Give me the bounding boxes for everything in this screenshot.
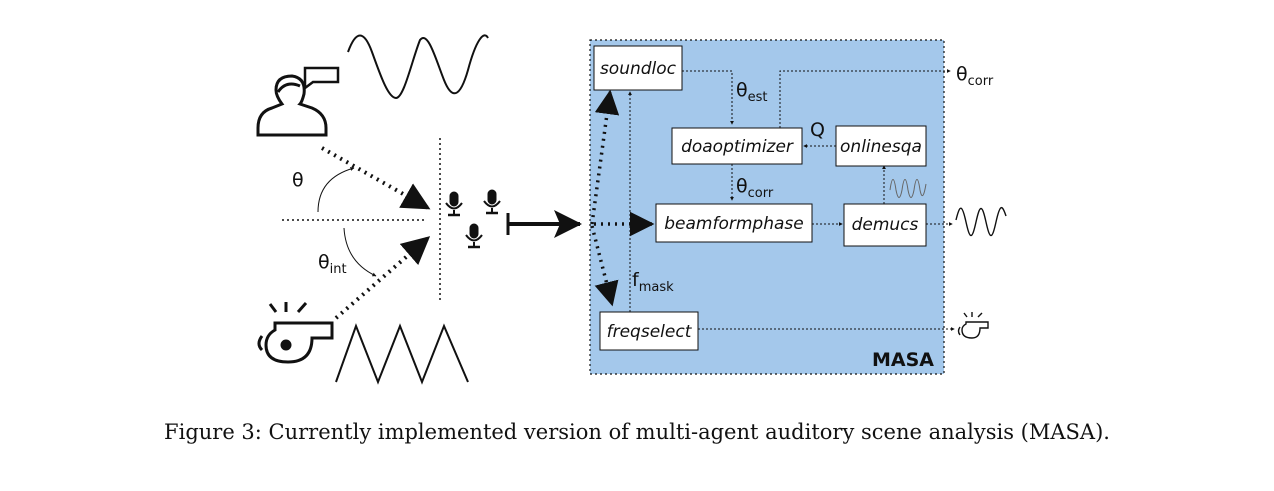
f-mask-label: fmask bbox=[632, 269, 674, 295]
onlinesqa-label: onlinesqa bbox=[840, 137, 922, 157]
small-wave-icon bbox=[889, 179, 927, 198]
figure-caption: Figure 3: Currently implemented version … bbox=[164, 420, 1110, 444]
theta-arc bbox=[317, 167, 355, 213]
beamformphase-module: beamformphase bbox=[655, 203, 813, 243]
input-arrow-head bbox=[554, 210, 582, 238]
person-speaking-icon bbox=[256, 66, 340, 137]
triangle-wave-icon bbox=[335, 323, 469, 385]
microphone-icon bbox=[465, 223, 483, 249]
demucs-module: demucs bbox=[843, 203, 927, 247]
microphone-icon bbox=[483, 189, 501, 215]
freqselect-label: freqselect bbox=[607, 322, 693, 342]
onlinesqa-module: onlinesqa bbox=[835, 125, 927, 167]
theta-corr-out-arrow bbox=[779, 69, 951, 128]
output-wave-icon bbox=[955, 207, 1007, 237]
speaker-to-array-arrow bbox=[321, 146, 431, 210]
soundloc-module: soundloc bbox=[593, 45, 683, 91]
whistle-icon bbox=[257, 302, 334, 364]
doaoptimizer-label: doaoptimizer bbox=[681, 137, 794, 157]
theta-est-arrow bbox=[682, 70, 734, 125]
masa-label: MASA bbox=[872, 349, 934, 371]
demucs-label: demucs bbox=[852, 215, 919, 235]
freqselect-module: freqselect bbox=[599, 311, 699, 351]
theta-int-arc bbox=[343, 227, 377, 277]
theta-label: θ bbox=[292, 169, 304, 191]
q-label: Q bbox=[810, 119, 825, 141]
theta-corr-out-label: θcorr bbox=[956, 63, 994, 89]
microphone-icon bbox=[445, 191, 463, 217]
theta-int-label: θint bbox=[318, 251, 347, 277]
soundloc-label: soundloc bbox=[600, 59, 677, 79]
input-to-soundloc-arrow bbox=[590, 89, 620, 225]
doaoptimizer-module: doaoptimizer bbox=[671, 127, 803, 165]
sine-wave-icon bbox=[347, 34, 489, 100]
theta-est-label: θest bbox=[736, 79, 768, 105]
beamformphase-label: beamformphase bbox=[664, 214, 803, 234]
whistle-output-icon bbox=[957, 312, 989, 339]
whistle-to-array-arrow bbox=[334, 236, 431, 320]
theta-corr-label: θcorr bbox=[736, 175, 774, 201]
